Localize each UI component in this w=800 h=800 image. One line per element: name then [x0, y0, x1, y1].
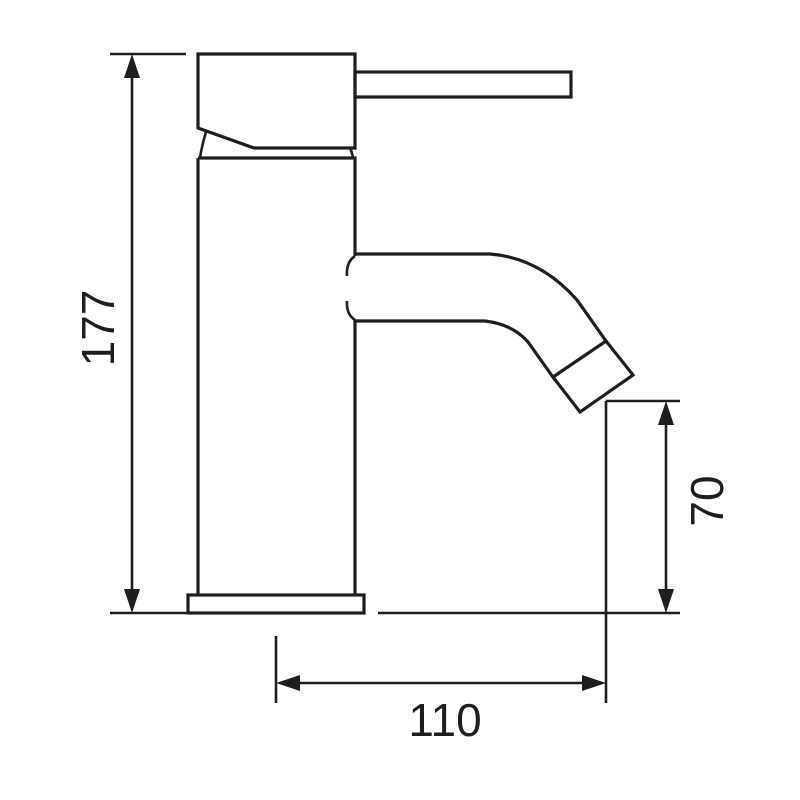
spout-joint-bottom — [345, 300, 356, 322]
tap-body — [196, 156, 357, 595]
dim-177-arrow-down-icon — [124, 589, 140, 613]
lever — [353, 70, 573, 99]
dim-177-arrow-up-icon — [124, 54, 140, 78]
spout-aerator — [550, 338, 636, 415]
base-plate — [186, 593, 366, 615]
dimension-label-height-total: 177 — [72, 289, 124, 367]
dimension-label-spout-reach: 110 — [408, 694, 482, 746]
spout-joint-top — [345, 254, 356, 277]
dimension-label-spout-height: 70 — [681, 475, 733, 527]
spout — [355, 252, 608, 381]
dim-70-arrow-down-icon — [658, 589, 674, 613]
dim-110-arrow-left-icon — [276, 675, 300, 691]
dim-70-arrow-up-icon — [658, 401, 674, 425]
handle-block — [196, 52, 357, 150]
collar-left — [198, 131, 208, 159]
dim-110-arrow-right-icon — [582, 675, 606, 691]
